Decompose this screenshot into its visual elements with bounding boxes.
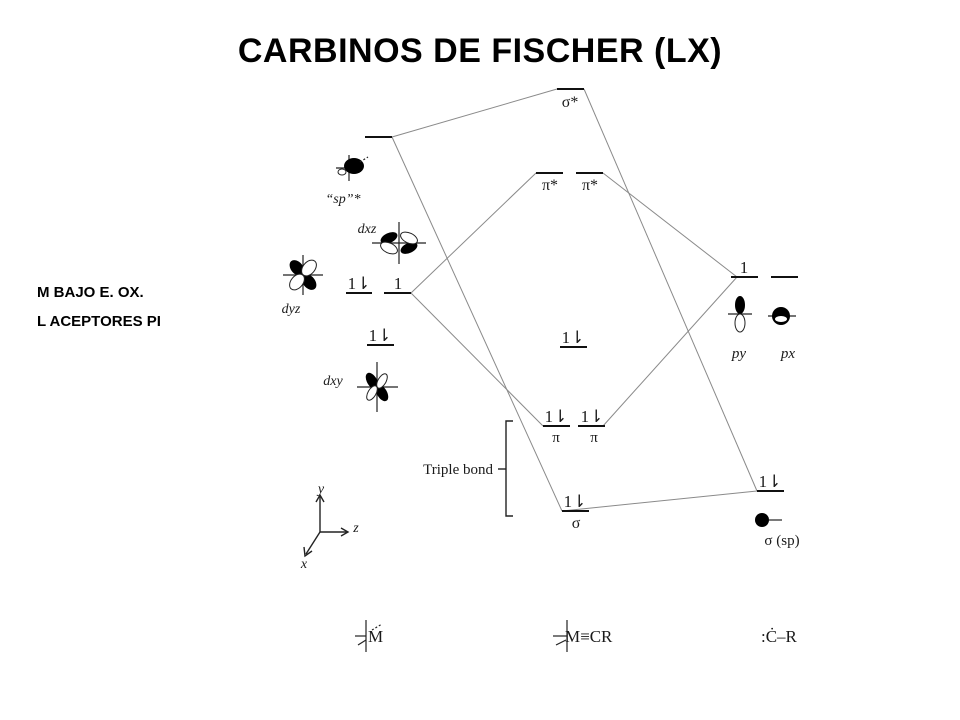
- dxy-orbital-icon: [357, 362, 398, 412]
- orbital-lobe: [755, 513, 769, 527]
- hashed-bond: [371, 623, 383, 631]
- label-py: py: [731, 346, 747, 362]
- carbyne-label: :Ċ–R: [761, 627, 798, 646]
- line-pi-to-p: [602, 276, 738, 427]
- orbital-lobe: [734, 313, 746, 333]
- electrons-pi-2: 1⇂: [581, 407, 604, 426]
- electrons-dxz: 1: [394, 274, 403, 293]
- wedge-bond: [555, 639, 567, 646]
- wedge-bond: [357, 639, 367, 646]
- metal-fragment-structure: M: [355, 620, 383, 652]
- bracket: [505, 420, 513, 517]
- sp-ligand-orbital-icon: [755, 513, 782, 527]
- axis-x-line: [305, 531, 321, 555]
- dxz-orbital-icon: [372, 222, 426, 264]
- label-pi-star-1: π*: [542, 177, 558, 194]
- py-orbital-icon: [728, 296, 752, 333]
- orbital-lobe: [400, 242, 418, 254]
- line-d-to-pi: [410, 292, 544, 427]
- correlation-lines: [391, 88, 758, 512]
- line-sigma-star-to-sp-ligand: [583, 88, 758, 492]
- orbital-lobe: [289, 260, 305, 276]
- electrons-pi-1: 1⇂: [545, 407, 568, 426]
- orbital-lobe: [366, 385, 378, 401]
- triple-bond-bracket: Triple bond: [423, 420, 513, 517]
- axis-x-arrow: [303, 546, 313, 558]
- complex-label: M≡CR: [565, 627, 613, 646]
- label-dxz: dxz: [358, 222, 377, 237]
- complex-structure: M≡CR: [553, 620, 613, 652]
- label-dyz: dyz: [282, 302, 301, 317]
- label-sigma-star: σ*: [562, 94, 579, 111]
- electron-occupancies: 1⇂ 1 1⇂ 1⇂ 1⇂ 1⇂ 1⇂ 1 1⇂: [348, 258, 782, 511]
- axes-triad: y z x: [300, 482, 359, 572]
- axis-y-label: y: [316, 482, 325, 497]
- level-labels: σ* π* π* “sp”* dxz dyz dxy py px π π σ σ…: [282, 94, 800, 549]
- page-title: CARBINOS DE FISCHER (LX): [237, 32, 723, 70]
- orbital-lobe: [735, 296, 745, 314]
- orbital-lobe: [365, 372, 379, 390]
- orbital-lobe: [337, 168, 347, 176]
- line-sp-to-sigma: [391, 136, 563, 512]
- orbital-lobe: [380, 241, 398, 255]
- electrons-sigma: 1⇂: [564, 492, 587, 511]
- px-orbital-icon: [768, 307, 796, 325]
- line-pi-star-to-p: [602, 172, 738, 278]
- orbital-lobe: [775, 316, 787, 322]
- electrons-sigma-sp: 1⇂: [759, 472, 782, 491]
- sp-star-orbital-icon: [336, 155, 369, 181]
- orbital-lobe: [344, 158, 364, 174]
- note-pi-acceptor-ligands: L ACEPTORES PI: [37, 313, 161, 330]
- orbital-lobe: [376, 373, 388, 389]
- label-pi-star-2: π*: [582, 177, 598, 194]
- orbital-lobe: [400, 231, 418, 245]
- axis-y-arrow: [315, 493, 325, 503]
- label-dxy: dxy: [323, 374, 343, 389]
- electrons-dxy: 1⇂: [369, 326, 392, 345]
- label-sp-star: “sp”*: [325, 192, 360, 207]
- electrons-py: 1: [740, 258, 749, 277]
- label-sigma: σ: [572, 515, 581, 532]
- label-px: px: [780, 346, 796, 362]
- label-triple-bond: Triple bond: [423, 462, 493, 478]
- axis-z-arrow: [340, 527, 350, 537]
- electrons-dyz: 1⇂: [348, 274, 371, 293]
- orbital-lobe: [289, 273, 305, 291]
- metal-fragment-label: M: [368, 627, 383, 646]
- dyz-orbital-icon: [283, 255, 323, 295]
- line-sp-to-sigma-star: [391, 88, 558, 138]
- orbital-lobe: [301, 274, 317, 290]
- label-sigma-sp: σ (sp): [764, 533, 799, 549]
- orbital-lobe: [380, 232, 398, 244]
- axis-x-label: x: [300, 557, 308, 572]
- note-metal-oxidation: M BAJO E. OX.: [37, 284, 144, 301]
- electrons-nonbonding: 1⇂: [562, 328, 585, 347]
- label-pi-2: π: [590, 430, 598, 446]
- orbital-wedge: [359, 156, 369, 163]
- orbital-lobe: [375, 384, 389, 402]
- label-pi-1: π: [552, 430, 560, 446]
- line-sigma-to-sp-ligand: [561, 490, 758, 512]
- line-d-to-pi-star: [410, 172, 537, 294]
- axis-z-label: z: [352, 521, 359, 536]
- energy-levels: [346, 88, 798, 512]
